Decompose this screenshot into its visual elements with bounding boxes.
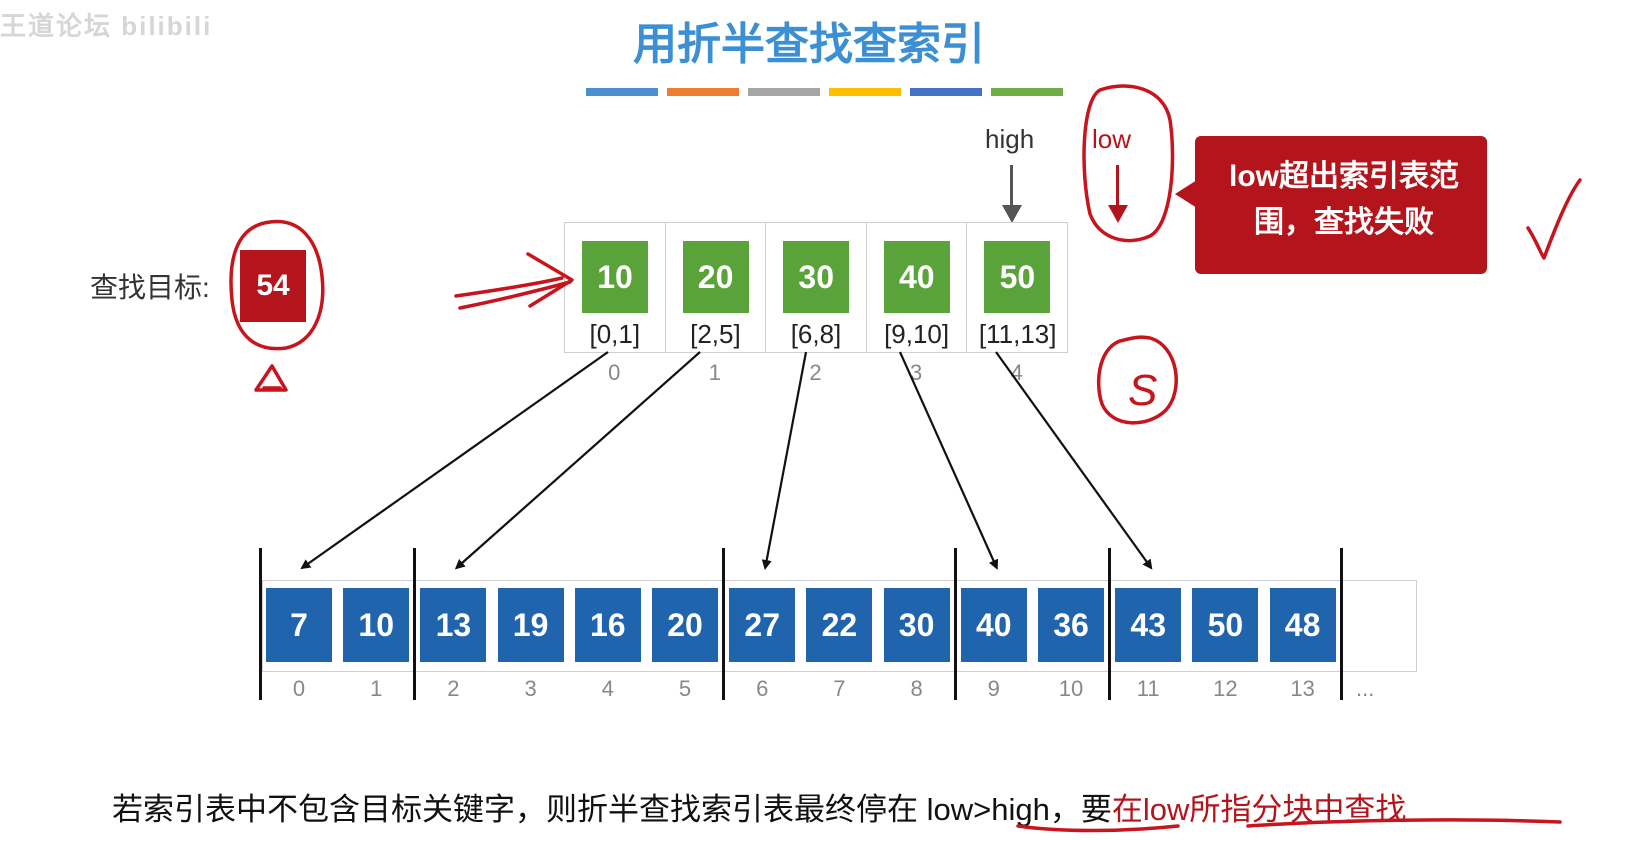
index-max-key: 40 — [883, 241, 950, 313]
index-max-key: 20 — [682, 241, 749, 313]
conclusion-condition: low>high — [926, 792, 1050, 827]
color-bar — [748, 88, 820, 96]
main-table-index: 3 — [524, 676, 537, 701]
main-table-cell: 36 — [1038, 588, 1104, 662]
main-table-cell: 7 — [266, 588, 332, 662]
index-block-range: [9,10] — [884, 319, 950, 349]
low-pointer-label: low — [1092, 124, 1132, 154]
main-table-cell: 43 — [1115, 588, 1182, 662]
main-table-cell: 20 — [652, 588, 718, 662]
main-table-cell: 40 — [960, 588, 1027, 662]
color-bar — [910, 88, 982, 96]
main-table-cell: 19 — [497, 588, 564, 662]
main-table-cell: 30 — [883, 588, 950, 662]
block-divider — [259, 548, 262, 700]
main-table-index: 5 — [678, 676, 692, 701]
main-table-index: 9 — [987, 676, 1000, 701]
index-entry: 20 [2,5] — [666, 223, 767, 352]
target-value-box: 54 — [240, 250, 306, 322]
index-max-key: 10 — [582, 241, 648, 313]
main-table-index: 7 — [833, 676, 846, 701]
main-table-index: 1 — [370, 676, 383, 701]
index-position: 0 — [608, 360, 621, 385]
main-table-index: 4 — [601, 676, 614, 701]
block-divider — [1108, 548, 1112, 700]
main-table-index: 10 — [1058, 676, 1084, 701]
main-table-cell: 10 — [343, 588, 410, 662]
low-pointer-arrowhead — [1108, 205, 1128, 223]
callout-line-2: 围，查找失败 — [1254, 206, 1434, 239]
conclusion-middle: ，要 — [1049, 792, 1112, 827]
watermark: 王道论坛 bilibili — [0, 11, 213, 41]
main-table-ellipsis: ... — [1356, 676, 1375, 701]
index-position: 2 — [809, 360, 822, 385]
index-position: 3 — [909, 360, 923, 385]
main-table-index: 12 — [1213, 676, 1238, 701]
color-bar — [829, 88, 901, 96]
block-divider — [953, 548, 957, 700]
index-max-key: 50 — [984, 241, 1051, 313]
index-entry: 40 [9,10] — [867, 223, 968, 352]
main-table-index: 6 — [756, 676, 769, 701]
index-max-key: 30 — [783, 241, 850, 313]
block-divider — [722, 548, 726, 700]
low-pointer-arrow — [1116, 165, 1119, 207]
main-table-cell: 27 — [729, 588, 796, 662]
slide-title: 用折半查找查索引 — [633, 20, 985, 69]
callout-tail — [1175, 180, 1197, 208]
main-table-index: 0 — [292, 676, 306, 701]
conclusion-highlight: 在low所指分块中查找 — [1111, 792, 1407, 827]
color-bar — [586, 88, 658, 96]
failure-callout: low超出索引表范 围，查找失败 — [1195, 136, 1487, 274]
conclusion-prefix: 若索引表中不包含目标关键字，则折半查找索引表最终停在 — [112, 792, 927, 827]
index-table: 10 [0,1] 20 [2,5] 30 [6,8] 40 [9,10] 50 [11,13] — [564, 222, 1068, 353]
index-block-range: [0,1] — [589, 319, 641, 349]
main-table-cell: 50 — [1192, 588, 1259, 662]
index-block-range: [2,5] — [690, 319, 741, 349]
index-entry: 10 [0,1] — [565, 223, 666, 352]
main-table-index: 8 — [910, 676, 923, 701]
main-table-cell: 48 — [1269, 588, 1336, 662]
index-entry: 50 [11,13] — [967, 223, 1068, 352]
main-table-cell: 13 — [420, 588, 487, 662]
main-table-frame — [262, 580, 1417, 672]
main-table-index: 11 — [1136, 676, 1160, 701]
block-divider — [413, 548, 417, 700]
index-block-range: [11,13] — [978, 319, 1057, 349]
index-entry: 30 [6,8] — [766, 223, 867, 352]
high-pointer-arrow — [1010, 165, 1013, 207]
main-table-cell: 22 — [806, 588, 873, 662]
conclusion-text: 若索引表中不包含目标关键字，则折半查找索引表最终停在 low>high，要在lo… — [112, 784, 1406, 829]
index-position: 4 — [1010, 360, 1023, 385]
block-divider — [1339, 548, 1343, 700]
main-table-index: 2 — [447, 676, 460, 701]
main-table-cell: 16 — [574, 588, 641, 662]
high-pointer-arrowhead — [1002, 205, 1022, 223]
high-pointer-label: high — [985, 124, 1035, 154]
main-table-index: 13 — [1290, 676, 1315, 701]
color-bar — [991, 88, 1063, 96]
color-bar — [667, 88, 739, 96]
callout-line-1: low超出索引表范 — [1229, 160, 1459, 193]
target-label: 查找目标: — [90, 272, 210, 303]
index-block-range: [6,8] — [790, 319, 842, 349]
index-position: 1 — [708, 360, 722, 385]
